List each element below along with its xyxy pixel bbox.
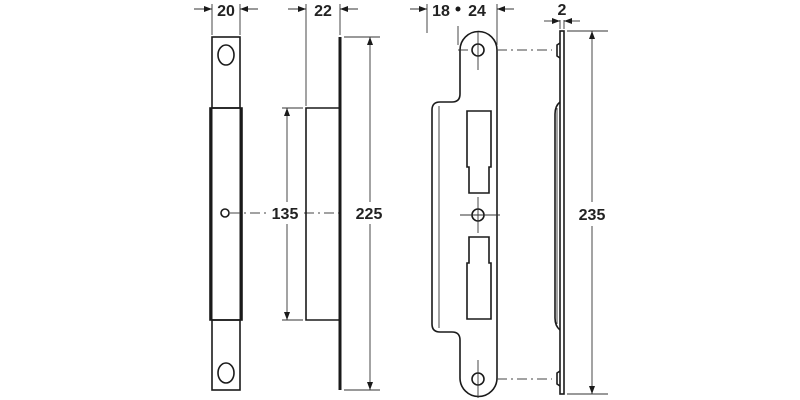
dimension-hole-spacing: 135 [272, 107, 303, 321]
wide-plate-side-view [554, 30, 565, 395]
narrow-plate-front-view [209, 36, 340, 391]
dim-label-18: 18 [432, 3, 450, 20]
dim-label-24: 24 [468, 3, 486, 20]
dim-label-225: 225 [356, 206, 383, 223]
dim-label-22: 22 [314, 3, 332, 20]
narrow-plate-side-view [305, 37, 342, 390]
wide-plate-front-view [431, 30, 552, 398]
dimension-datum-dot [455, 6, 461, 12]
dim-label-2: 2 [558, 2, 567, 19]
dim-label-235: 235 [579, 207, 606, 224]
dimension-offset-and-width: 18 24 [410, 3, 514, 45]
dimension-depth-narrow: 22 [288, 3, 358, 106]
dimension-width-narrow: 20 [194, 3, 258, 35]
dim-label-135: 135 [272, 206, 299, 223]
dimension-length-wide: 235 [567, 30, 608, 395]
dim-label-20: 20 [217, 3, 235, 20]
dimension-thickness: 2 [544, 2, 580, 29]
dimension-length-narrow: 225 [344, 36, 383, 391]
